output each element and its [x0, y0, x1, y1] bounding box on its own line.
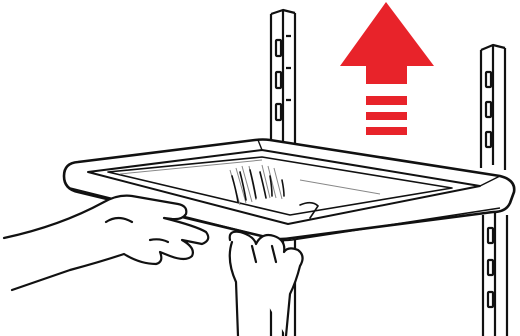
right-hand-icon [230, 232, 303, 336]
up-arrow-icon [340, 2, 434, 135]
left-hand-icon [4, 196, 208, 290]
